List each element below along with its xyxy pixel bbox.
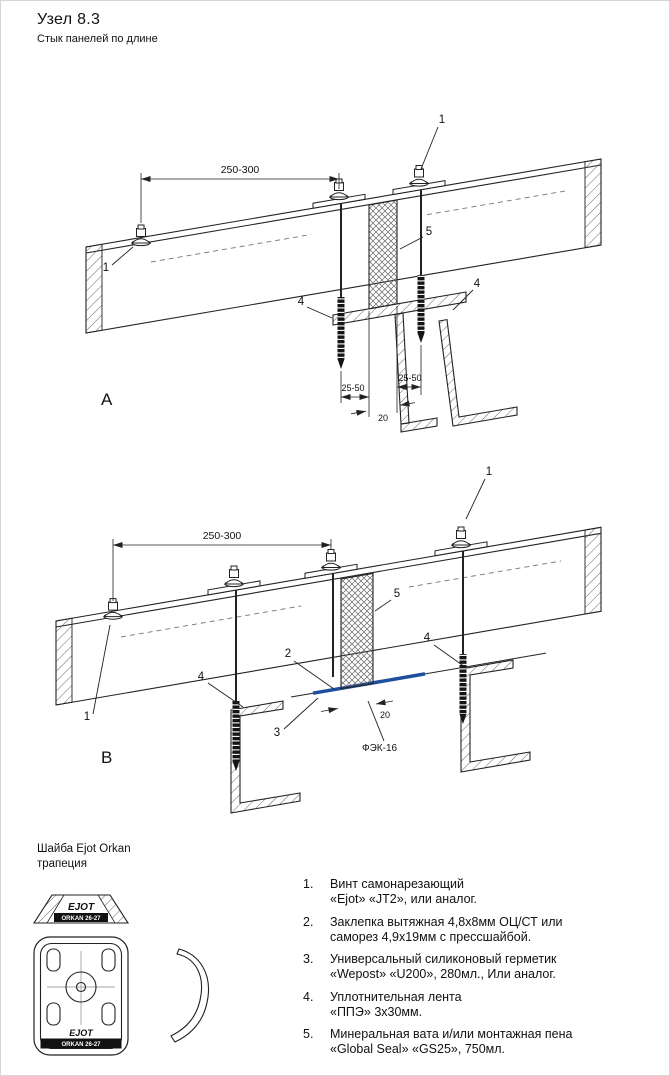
washer-model-label: ORKAN 26-27 <box>61 1042 101 1048</box>
legend-item-text: Универсальный силиконовый герметик «Wepo… <box>330 952 557 982</box>
fasteners-a <box>131 165 446 369</box>
callouts-a: 1 1 4 4 5 <box>103 114 481 319</box>
legend-item-1: 1. Винт самонарезающий «Ejot» «JT2», или… <box>303 877 647 908</box>
drawing-a: 250-300 25-50 25-50 20 1 1 4 <box>85 114 602 433</box>
callout-5-label: 5 <box>426 226 432 238</box>
washer-brand-label: EJOT <box>69 1028 94 1038</box>
page-title: Узел 8.3 <box>37 11 101 28</box>
dim-label-20: 20 <box>380 710 390 720</box>
washer-title-line1: Шайба Ejot Orkan <box>37 843 131 855</box>
washer-model-label: ORKAN 26-27 <box>61 916 101 922</box>
legend-item-number: 3. <box>303 952 314 966</box>
joint-insulation-a <box>368 199 398 310</box>
washer-side-view: EJOT ORKAN 26-27 <box>32 894 130 924</box>
dim-label-25-50: 25-50 <box>341 383 364 393</box>
header: Узел 8.3 Стык панелей по длине <box>37 11 158 45</box>
panel-section-b <box>55 526 602 706</box>
washer-brand-label: EJOT <box>68 902 95 913</box>
callout-3-label: 3 <box>274 727 280 739</box>
legend-item-number: 1. <box>303 877 314 891</box>
dim-label-250-300: 250-300 <box>203 530 242 542</box>
legend: 1. Винт самонарезающий «Ejot» «JT2», или… <box>303 877 647 1065</box>
backer-rod-label: ФЭК-16 <box>362 743 398 754</box>
legend-item-number: 5. <box>303 1027 314 1041</box>
callout-1-label: 1 <box>84 711 90 723</box>
callout-1-label: 1 <box>439 114 445 126</box>
washer-title-line2: трапеция <box>37 857 87 870</box>
dimensions-a: 250-300 25-50 25-50 20 <box>140 164 422 423</box>
callout-2-label: 2 <box>285 648 291 660</box>
view-label-b: В <box>101 748 112 767</box>
legend-item-2: 2. Заклепка вытяжная 4,8х8мм ОЦ/СТ или с… <box>303 915 647 946</box>
callouts-b: 1 1 2 3 4 4 5 ФЭК-16 <box>84 466 492 754</box>
legend-item-text: Винт самонарезающий «Ejot» «JT2», или ан… <box>330 877 478 907</box>
callout-4-label: 4 <box>474 278 481 290</box>
callout-4-label: 4 <box>298 296 305 308</box>
washer-profile-curve <box>170 948 210 1043</box>
legend-item-4: 4. Уплотнительная лента «ППЭ» 3х30мм. <box>303 990 647 1021</box>
dim-label-25-50: 25-50 <box>398 373 421 383</box>
callout-1-label: 1 <box>486 466 492 478</box>
legend-item-text: Заклепка вытяжная 4,8х8мм ОЦ/СТ или само… <box>330 914 563 944</box>
callout-5-label: 5 <box>394 588 400 600</box>
dim-label-20: 20 <box>378 413 388 423</box>
dimensions-b: 250-300 20 <box>112 530 394 720</box>
page-subtitle: Стык панелей по длине <box>37 33 158 45</box>
washer-detail: EJOT ORKAN 26-27 EJOT ORKAN 26-27 <box>32 894 210 1056</box>
legend-item-number: 2. <box>303 914 314 929</box>
callout-4-label: 4 <box>198 671 205 683</box>
legend-item-text: Минеральная вата и/или монтажная пена «G… <box>330 1027 573 1057</box>
washer-title: Шайба Ejot Orkan трапеция <box>37 842 131 872</box>
legend-item-number: 4. <box>303 989 314 1004</box>
legend-item-5: 5. Минеральная вата и/или монтажная пена… <box>303 1027 647 1058</box>
joint-insulation-b <box>340 572 374 690</box>
legend-item-text: Уплотнительная лента «ППЭ» 3х30мм. <box>330 989 462 1019</box>
purlin-beam-a <box>332 291 518 433</box>
callout-4-label: 4 <box>424 632 431 644</box>
legend-item-3: 3. Универсальный силиконовый герметик «W… <box>303 952 647 983</box>
washer-top-view: EJOT ORKAN 26-27 <box>33 936 129 1056</box>
drawing-b: 250-300 20 1 1 2 3 4 4 5 <box>55 466 602 814</box>
callout-1-label: 1 <box>103 262 109 274</box>
dim-label-250-300: 250-300 <box>221 164 260 176</box>
fasteners-b <box>103 526 488 771</box>
view-label-a: А <box>101 390 113 409</box>
